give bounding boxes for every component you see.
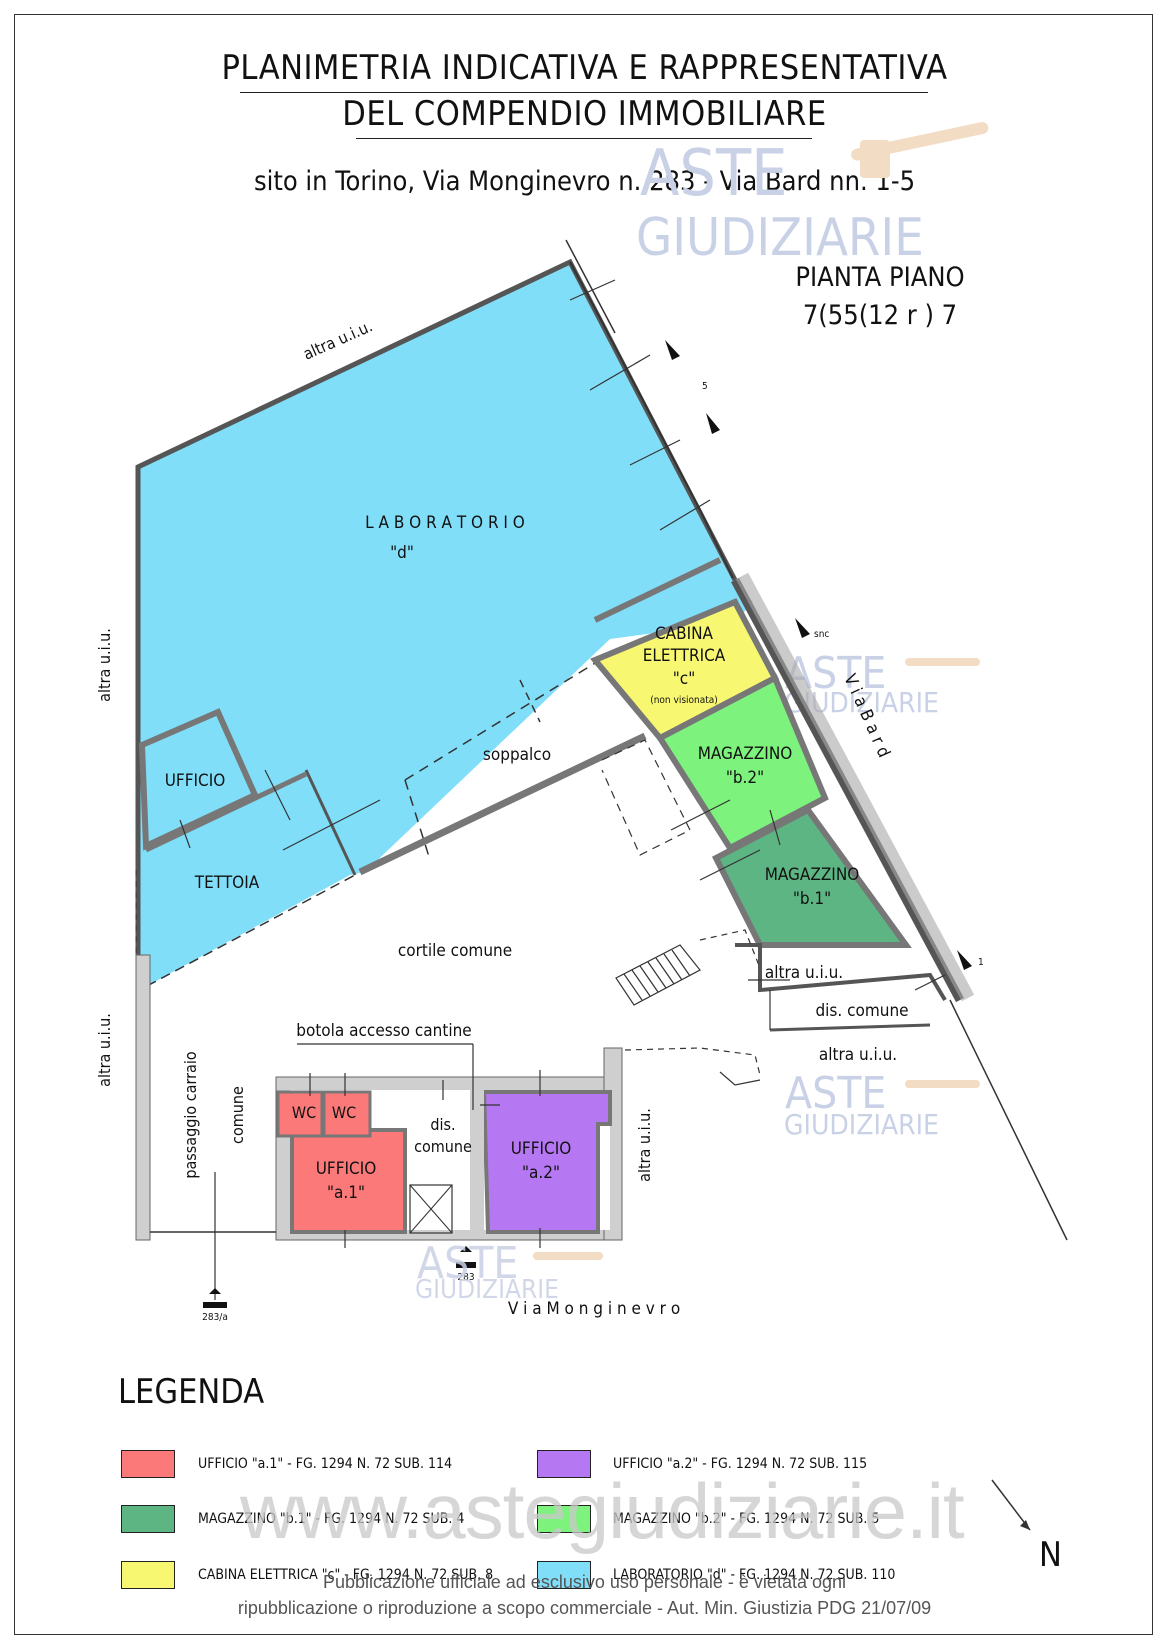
legend-swatch-magazzino-b2 (537, 1505, 591, 1533)
legend-label-ufficio-a2: UFFICIO "a.2" - FG. 1294 N. 72 SUB. 115 (613, 1456, 868, 1472)
ufficio-lab-wall (138, 708, 259, 851)
subtitle: sito in Torino, Via Monginevro n. 283 - … (253, 166, 916, 197)
civic-1: 1 (978, 957, 984, 968)
legend-swatch-cabina-elettrica (121, 1561, 175, 1589)
cabina-label-2: ELETTRICA (643, 646, 726, 666)
altra-uiu-top: altra u.i.u. (300, 316, 375, 363)
north-label: N (1039, 1535, 1062, 1575)
svg-text:ASTE: ASTE (417, 1238, 518, 1289)
ufficio-a1-label: UFFICIO (316, 1159, 377, 1179)
dis-label-2: comune (414, 1137, 472, 1156)
magazzino-b1-code: "b.1" (793, 889, 831, 909)
soppalco-label: soppalco (483, 745, 551, 765)
legend-swatch-magazzino-b1 (121, 1505, 175, 1533)
magazzino-b1-area (711, 806, 912, 948)
altra-uiu-right-3: altra u.i.u. (635, 1108, 654, 1182)
floor-label: PIANTA PIANO (795, 262, 965, 293)
legend-title: LEGENDA (118, 1372, 265, 1412)
ufficio-a2-code: "a.2" (522, 1163, 560, 1183)
passaggio-comune-label: comune (228, 1086, 247, 1144)
magazzino-b1-label: MAGAZZINO (765, 865, 860, 885)
svg-text:GIUDIZIARIE: GIUDIZIARIE (415, 1275, 559, 1305)
cabina-label-1: CABINA (655, 624, 714, 644)
passaggio-carraio-label: passaggio carraio (181, 1051, 200, 1179)
altra-uiu-left-bottom: altra u.i.u. (95, 1013, 114, 1087)
legend-label-cabina-elettrica: CABINA ELETTRICA "c" - FG. 1294 N. 72 SU… (198, 1567, 494, 1583)
altra-uiu-right-2: altra u.i.u. (819, 1045, 897, 1065)
floor-code: 7(55(12 r ) 7 (802, 300, 958, 331)
cabina-note: (non visionata) (650, 695, 718, 706)
wc-1-label: WC (292, 1103, 316, 1122)
laboratorio-area (138, 262, 753, 986)
tettoia-edge (146, 874, 356, 987)
ufficio-label: UFFICIO (165, 771, 226, 791)
legend-label-laboratorio: LABORATORIO "d" - FG. 1294 N. 72 SUB. 11… (613, 1567, 896, 1583)
altra-uiu-right-1: altra u.i.u. (765, 963, 843, 983)
tettoia-label: TETTOIA (194, 873, 260, 893)
legend-swatch-laboratorio (537, 1561, 591, 1589)
title-underline-1 (240, 92, 928, 93)
aste-watermark-lower-right: ASTE GIUDIZIARIE (784, 1068, 980, 1141)
dis-label-1: dis. (430, 1115, 455, 1134)
title-underline-2 (356, 138, 812, 139)
page-frame (14, 14, 1153, 1635)
wc-2-area (322, 1090, 372, 1138)
title-line-2: DEL COMPENDIO IMMOBILIARE (342, 94, 827, 134)
staircase (615, 944, 701, 1006)
site-watermark: www.astegiudiziarie.it (240, 1467, 965, 1555)
laboratorio-wall (135, 258, 738, 986)
legend-swatch-ufficio-a2 (537, 1450, 591, 1478)
botola-label: botola accesso cantine (296, 1021, 471, 1041)
magazzino-b2-label: MAGAZZINO (698, 744, 793, 764)
civic-283: 283 (457, 1272, 474, 1283)
entrance-markers (203, 340, 972, 1308)
magazzino-b2-code: "b.2" (726, 768, 764, 788)
notice-line-2: ripubblicazione o riproduzione a scopo c… (237, 1598, 932, 1618)
wc-2-label: WC (332, 1103, 356, 1122)
legend-label-magazzino-b1: MAGAZZINO "b.1" - FG. 1294 N. 72 SUB. 4 (198, 1511, 465, 1527)
laboratorio-label: L A B O R A T O R I O (365, 513, 525, 533)
north-arrow (991, 1479, 1031, 1531)
svg-text:GIUDIZIARIE: GIUDIZIARIE (784, 1108, 939, 1141)
legend-label-ufficio-a1: UFFICIO "a.1" - FG. 1294 N. 72 SUB. 114 (198, 1456, 453, 1472)
wc-1-area (276, 1090, 324, 1138)
legend-swatch-ufficio-a1 (121, 1450, 175, 1478)
title-line-1: PLANIMETRIA INDICATIVA E RAPPRESENTATIVA (221, 48, 948, 88)
laboratorio-code: "d" (390, 543, 414, 563)
via-monginevro-label: V i a M o n g i n e v r o (508, 1299, 680, 1319)
ufficio-a2-label: UFFICIO (511, 1139, 572, 1159)
civic-snc: snc (814, 629, 829, 640)
aste-watermark-bottom: ASTE GIUDIZIARIE (415, 1238, 603, 1305)
cortile-label: cortile comune (398, 941, 512, 961)
dis-comune-label: dis. comune (815, 1001, 908, 1021)
legend-label-magazzino-b2: MAGAZZINO "b.2" - FG. 1294 N. 72 SUB. 5 (613, 1511, 880, 1527)
notice-line-1: Pubblicazione ufficiale ad esclusivo uso… (323, 1572, 846, 1592)
svg-text:GIUDIZIARIE: GIUDIZIARIE (636, 208, 924, 268)
cabina-code: "c" (673, 669, 695, 689)
civic-5: 5 (702, 381, 708, 392)
altra-uiu-left-top: altra u.i.u. (95, 628, 114, 702)
civic-283a: 283/a (202, 1312, 228, 1323)
aste-watermark-top: ASTE GIUDIZIARIE (636, 122, 989, 268)
ufficio-a1-code: "a.1" (327, 1183, 365, 1203)
svg-text:ASTE: ASTE (785, 1068, 886, 1119)
svg-text:ASTE: ASTE (640, 137, 787, 211)
ufficio-a2-area (481, 1090, 612, 1234)
ufficio-a1-area (290, 1128, 407, 1234)
